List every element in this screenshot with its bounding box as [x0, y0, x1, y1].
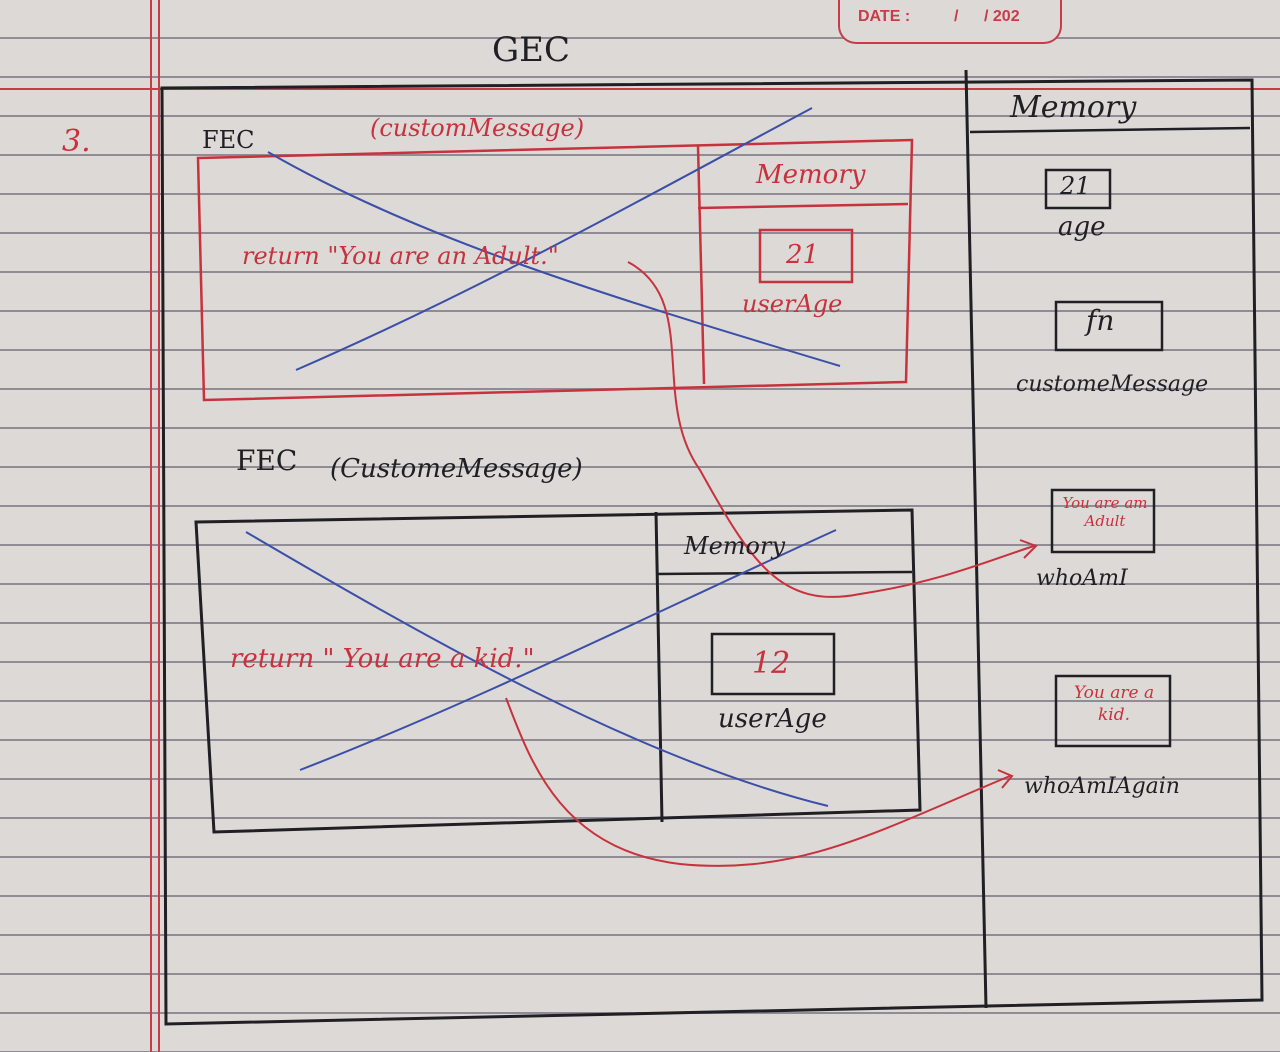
date-label: DATE :: [858, 8, 911, 25]
arrow-fec1-return: [627, 261, 1035, 598]
gec-box: [160, 78, 1264, 1026]
date-stamp: DATE : / / 202: [838, 0, 1062, 44]
fec2-cross-a: [245, 531, 829, 807]
fec2-label: FEC: [236, 444, 298, 477]
age-value-box: [1044, 168, 1112, 210]
fec2-memory-title: Memory: [684, 532, 786, 560]
customMessage-label: customeMessage: [1016, 372, 1209, 397]
gec-memory-title: Memory: [1010, 90, 1137, 125]
date-year: / 202: [984, 8, 1020, 25]
fec2-memory-label: userAge: [718, 704, 827, 734]
margin-line-right: [158, 0, 160, 1052]
customMessage-value: fn: [1086, 304, 1115, 337]
arrow-fec2-return: [505, 697, 1011, 867]
date-separator: /: [954, 8, 959, 25]
fec2-memory-header-line: [655, 570, 913, 576]
fec1-memory-title: Memory: [756, 160, 866, 190]
fec1-code: return "You are an Adult.": [242, 242, 559, 270]
fec1-cross-a: [267, 151, 841, 367]
whoAmIAgain-value-box: [1054, 674, 1172, 748]
age-value: 21: [1060, 172, 1091, 200]
fec2-code: return " You are a kid.": [230, 644, 535, 674]
whoAmI-value: You are am Adult: [1062, 494, 1148, 530]
step-number: 3.: [62, 124, 91, 159]
gec-memory-header-line: [969, 126, 1251, 134]
arrowhead-fec1: [1019, 539, 1038, 559]
margin-line-top: [0, 88, 1280, 90]
whoAmI-label: whoAmI: [1036, 566, 1128, 591]
gec-memory-divider: [964, 69, 988, 1009]
fec2-name: (CustomeMessage): [330, 454, 583, 484]
fec1-memory-divider: [696, 145, 706, 385]
whoAmIAgain-value: You are a kid.: [1073, 683, 1155, 725]
fec1-name: (customMessage): [370, 114, 585, 142]
fec2-memory-value: 12: [752, 646, 791, 681]
fec1-memory-value: 21: [786, 240, 820, 270]
fec2-memory-divider: [654, 511, 664, 823]
margin-line-left: [150, 0, 152, 1052]
fec1-memory-value-box: [758, 228, 854, 284]
fec2-memory-value-box: [710, 632, 836, 696]
fec1-box: [196, 138, 914, 402]
fec1-memory-header-line: [697, 202, 909, 210]
arrowhead-fec2: [997, 769, 1014, 789]
gec-title: GEC: [492, 30, 570, 70]
fec1-cross-b: [295, 107, 813, 371]
whoAmIAgain-label: whoAmIAgain: [1024, 774, 1180, 799]
customMessage-value-box: [1054, 300, 1164, 352]
fec1-label: FEC: [202, 126, 255, 154]
fec1-memory-label: userAge: [742, 290, 843, 318]
fec2-box: [194, 508, 922, 834]
whoAmI-value-box: [1050, 488, 1156, 554]
age-label: age: [1058, 212, 1106, 242]
